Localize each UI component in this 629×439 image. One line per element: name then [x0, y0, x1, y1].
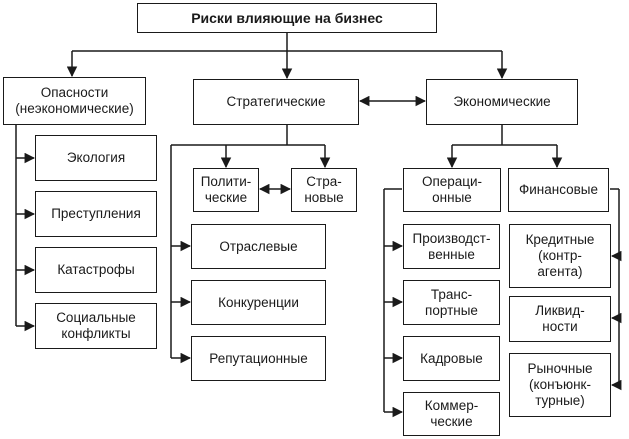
- financial-label: Финансовые: [518, 182, 599, 197]
- hazards-item-label: Катастрофы: [57, 262, 135, 277]
- hazards-item-label: Преступления: [51, 206, 141, 221]
- strategic-item-label: Отраслевые: [219, 238, 298, 254]
- country-node: Стра- новые: [291, 168, 357, 212]
- political-node: Полити- ческие: [193, 168, 259, 212]
- operational-item-node: Транс- портные: [403, 280, 500, 325]
- operational-item-node: Кадровые: [403, 336, 500, 381]
- operational-item-label: Производст- венные: [412, 230, 491, 262]
- strategic-label: Стратегические: [226, 94, 326, 109]
- economic-label: Экономические: [453, 94, 551, 109]
- root-node: Риски влияющие на бизнес: [137, 3, 437, 33]
- hazards-node: Опасности (неэкономические): [3, 77, 146, 125]
- financial-item-label: Кредитные (контр- агента): [525, 232, 595, 279]
- hazards-item-label: Экология: [66, 150, 126, 165]
- operational-item-label: Коммер- ческие: [424, 398, 479, 429]
- political-label: Полити- ческие: [200, 174, 252, 205]
- financial-item-node: Рыночные (конъюнк- турные): [509, 353, 611, 417]
- hazards-label: Опасности (неэкономические): [15, 85, 134, 116]
- financial-item-label: Ликвид- ности: [535, 303, 585, 334]
- hazards-item-node: Экология: [35, 135, 157, 181]
- financial-item-label: Рыночные (конъюнк- турные): [527, 361, 593, 408]
- operational-item-label: Кадровые: [420, 350, 483, 366]
- financial-node: Финансовые: [508, 168, 609, 212]
- hazards-item-node: Преступления: [35, 191, 157, 237]
- strategic-item-label: Репутационные: [209, 350, 308, 366]
- economic-node: Экономические: [426, 79, 578, 125]
- operational-item-node: Производст- венные: [403, 224, 500, 269]
- financial-item-node: Кредитные (контр- агента): [509, 224, 611, 288]
- hazards-item-node: Социальные конфликты: [35, 303, 157, 349]
- hazards-item-node: Катастрофы: [35, 247, 157, 293]
- strategic-item-node: Конкуренции: [191, 280, 326, 325]
- country-label: Стра- новые: [304, 174, 344, 205]
- strategic-item-label: Конкуренции: [218, 294, 299, 310]
- strategic-item-node: Репутационные: [191, 336, 326, 381]
- strategic-item-node: Отраслевые: [191, 224, 326, 269]
- operational-item-node: Коммер- ческие: [403, 392, 500, 436]
- operational-item-label: Транс- портные: [425, 286, 478, 318]
- hazards-item-label: Социальные конфликты: [56, 310, 136, 341]
- financial-item-node: Ликвид- ности: [509, 296, 611, 342]
- root-label: Риски влияющие на бизнес: [191, 10, 383, 26]
- operational-node: Операци- онные: [403, 168, 501, 212]
- operational-label: Операци- онные: [421, 174, 483, 205]
- strategic-node: Стратегические: [193, 79, 359, 125]
